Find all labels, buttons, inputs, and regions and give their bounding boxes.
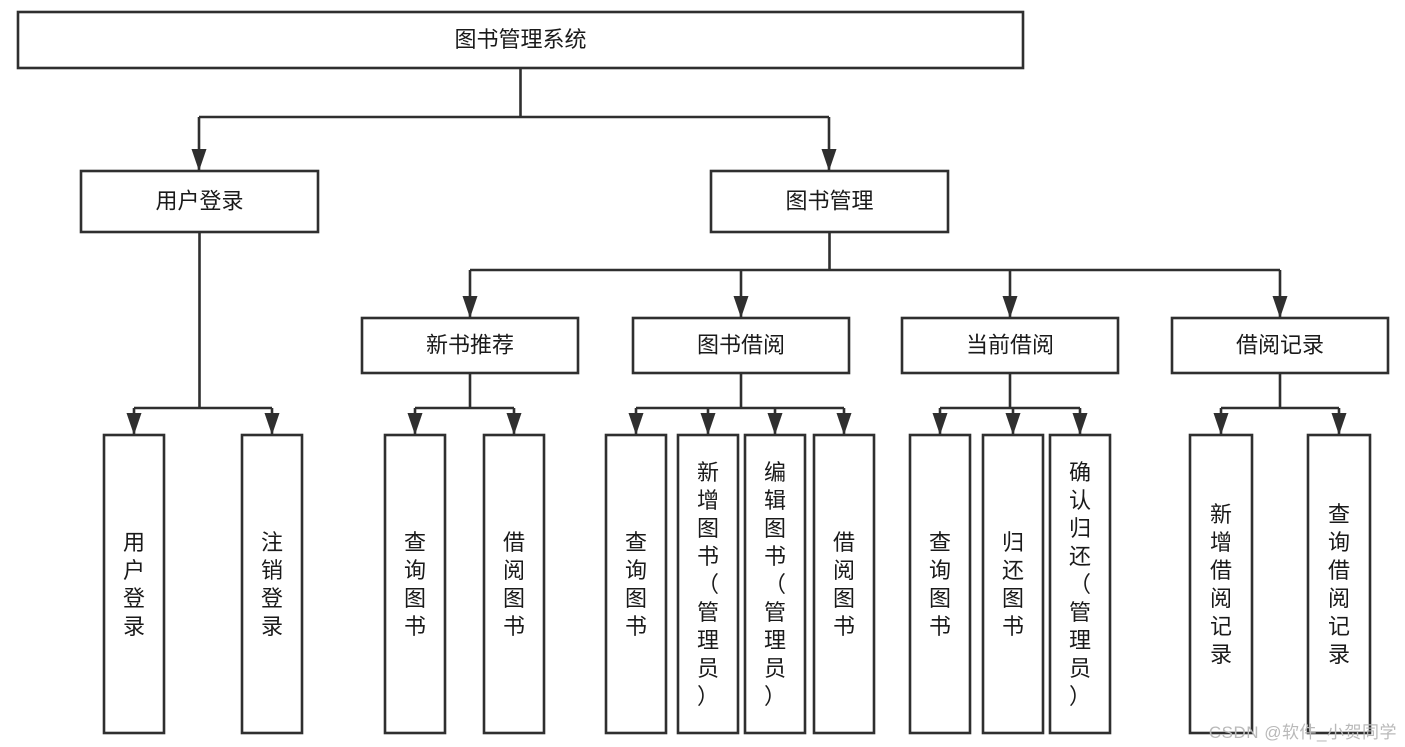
node-box[interactable] — [908, 433, 972, 735]
node-l2-图书管理-1[interactable]: 图书管理 — [709, 169, 950, 234]
node-label: 用户登录 — [155, 188, 243, 213]
node-leaf-新增借阅记录-11[interactable]: 新增借阅记录 — [1188, 433, 1254, 735]
node-label: 借阅图书 — [833, 530, 855, 639]
node-leaf-查询图书-8[interactable]: 查询图书 — [908, 433, 972, 735]
node-label: 注销登录 — [261, 530, 283, 639]
arrow-head-icon — [836, 413, 852, 435]
node-label: 查询图书 — [929, 530, 951, 639]
node-leaf-用户登录-0[interactable]: 用户登录 — [102, 433, 166, 735]
node-label: 图书借阅 — [697, 332, 785, 357]
node-leaf-新增图书管理员-5[interactable]: 新增图书（管理员） — [676, 433, 740, 735]
arrow-head-icon — [1213, 413, 1229, 435]
node-label: 图书管理系统 — [454, 27, 586, 52]
node-label: 新增图书（管理员） — [697, 460, 719, 709]
node-box[interactable] — [981, 433, 1045, 735]
node-box[interactable] — [16, 10, 1025, 70]
arrow-head-icon — [1072, 413, 1088, 435]
node-label: 用户登录 — [123, 530, 145, 639]
node-leaf-归还图书-9[interactable]: 归还图书 — [981, 433, 1045, 735]
node-box[interactable] — [102, 433, 166, 735]
node-label: 编辑图书（管理员） — [764, 460, 786, 709]
arrow-head-icon — [932, 413, 948, 435]
arrow-head-icon — [1002, 296, 1018, 318]
node-label: 查询图书 — [625, 530, 647, 639]
node-box[interactable] — [812, 433, 876, 735]
node-box[interactable] — [1170, 316, 1390, 375]
node-leaf-确认归还管理员-10[interactable]: 确认归还（管理员） — [1048, 433, 1112, 735]
node-label: 图书管理 — [785, 188, 873, 213]
arrow-head-icon — [407, 413, 423, 435]
arrow-head-icon — [700, 413, 716, 435]
arrow-head-icon — [264, 413, 280, 435]
arrow-head-icon — [506, 413, 522, 435]
node-leaf-借阅图书-7[interactable]: 借阅图书 — [812, 433, 876, 735]
node-box[interactable] — [1048, 433, 1112, 735]
node-box[interactable] — [631, 316, 851, 375]
node-box[interactable] — [743, 433, 807, 735]
arrow-head-icon — [191, 149, 207, 171]
node-box[interactable] — [79, 169, 320, 234]
node-leaf-查询借阅记录-12[interactable]: 查询借阅记录 — [1306, 433, 1372, 735]
arrow-head-icon — [767, 413, 783, 435]
node-box[interactable] — [1306, 433, 1372, 735]
node-box[interactable] — [604, 433, 668, 735]
arrow-head-icon — [821, 149, 837, 171]
node-label: 借阅记录 — [1236, 332, 1324, 357]
node-label: 确认归还（管理员） — [1069, 460, 1091, 709]
node-box[interactable] — [482, 433, 546, 735]
node-label: 新书推荐 — [426, 332, 514, 357]
node-box[interactable] — [240, 433, 304, 735]
arrow-head-icon — [1331, 413, 1347, 435]
arrow-head-icon — [462, 296, 478, 318]
node-box[interactable] — [900, 316, 1120, 375]
node-box[interactable] — [360, 316, 580, 375]
node-leaf-查询图书-4[interactable]: 查询图书 — [604, 433, 668, 735]
node-label: 归还图书 — [1002, 530, 1024, 639]
node-label: 查询借阅记录 — [1328, 502, 1350, 667]
node-label: 借阅图书 — [503, 530, 525, 639]
node-label: 当前借阅 — [966, 332, 1054, 357]
node-leaf-查询图书-2[interactable]: 查询图书 — [383, 433, 447, 735]
node-label: 新增借阅记录 — [1210, 502, 1232, 667]
node-label: 查询图书 — [404, 530, 426, 639]
arrow-head-icon — [1272, 296, 1288, 318]
node-root-图书管理系统-0[interactable]: 图书管理系统 — [16, 10, 1025, 70]
node-leaf-借阅图书-3[interactable]: 借阅图书 — [482, 433, 546, 735]
node-l3-新书推荐-0[interactable]: 新书推荐 — [360, 316, 580, 375]
node-box[interactable] — [1188, 433, 1254, 735]
node-l3-当前借阅-2[interactable]: 当前借阅 — [900, 316, 1120, 375]
node-box[interactable] — [676, 433, 740, 735]
node-box[interactable] — [709, 169, 950, 234]
arrow-head-icon — [628, 413, 644, 435]
arrow-head-icon — [733, 296, 749, 318]
connector-layer — [126, 68, 1347, 435]
node-l3-借阅记录-3[interactable]: 借阅记录 — [1170, 316, 1390, 375]
node-l2-用户登录-0[interactable]: 用户登录 — [79, 169, 320, 234]
node-leaf-编辑图书管理员-6[interactable]: 编辑图书（管理员） — [743, 433, 807, 735]
arrow-head-icon — [126, 413, 142, 435]
node-layer: 图书管理系统用户登录图书管理新书推荐图书借阅当前借阅借阅记录用户登录注销登录查询… — [16, 10, 1390, 735]
arrow-head-icon — [1005, 413, 1021, 435]
node-leaf-注销登录-1[interactable]: 注销登录 — [240, 433, 304, 735]
node-l3-图书借阅-1[interactable]: 图书借阅 — [631, 316, 851, 375]
node-box[interactable] — [383, 433, 447, 735]
